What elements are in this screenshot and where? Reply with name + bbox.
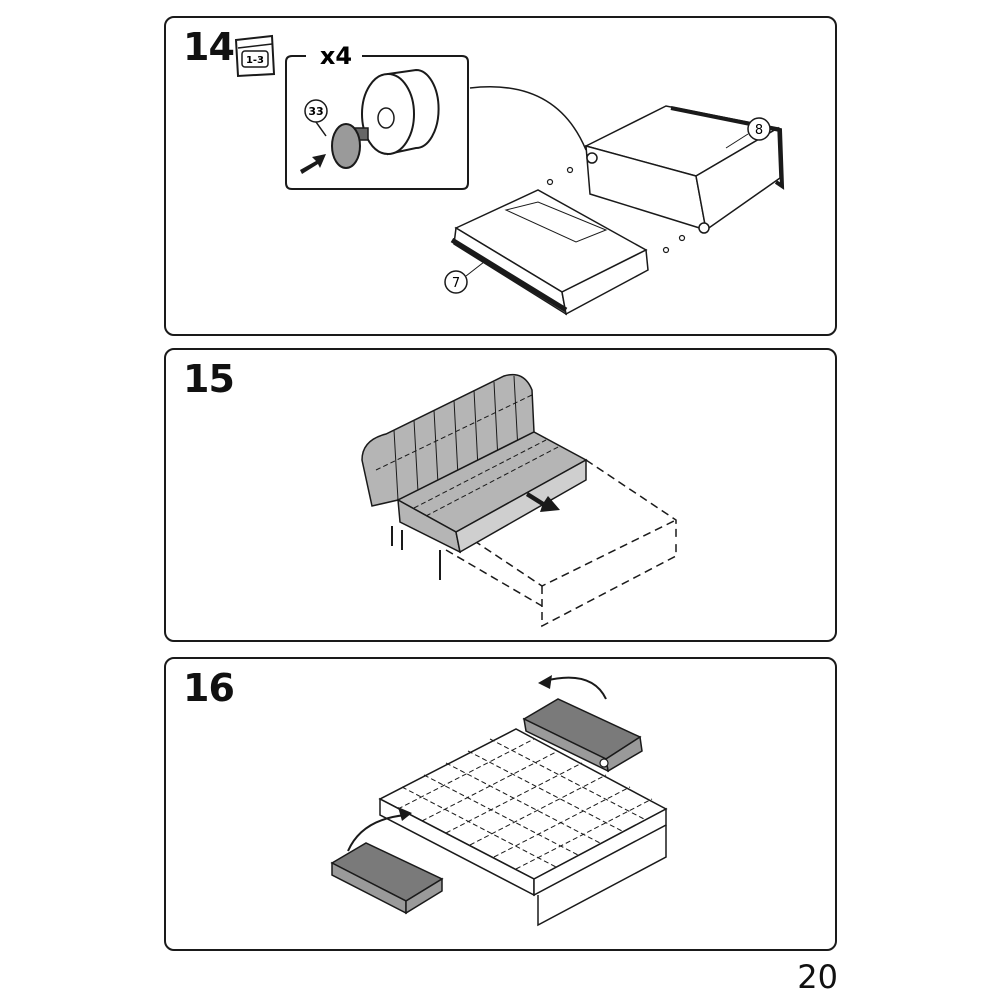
step-number: 16: [183, 666, 235, 710]
side-panel-removed: [522, 698, 643, 773]
step-14-illustration: 1-3 x4 33 8: [234, 34, 785, 316]
step-14-panel: 14 1-3 x4 33: [164, 16, 837, 336]
inset-frame: [285, 55, 469, 190]
sofa-seat: [396, 431, 588, 554]
step-15-panel: 15: [164, 348, 837, 642]
panel-part-7: 7: [444, 189, 649, 316]
part-label-7: 7: [452, 276, 460, 291]
step-number: 15: [183, 357, 235, 401]
bag-icon: 1-3: [234, 34, 276, 78]
step-15-illustration: [361, 373, 677, 628]
sofa-legs: [391, 526, 441, 580]
step-16-panel: 16: [164, 657, 837, 951]
sofa-backrest: [361, 373, 535, 507]
detail-callout: [469, 86, 587, 151]
arrow-icon: [526, 492, 560, 512]
arrow-icon: [398, 807, 412, 821]
arrow-icon: [300, 154, 326, 174]
part-label-8: 8: [755, 123, 763, 138]
curved-arrow-icon: [543, 676, 607, 700]
part-number: 33: [308, 105, 323, 118]
page-number: 20: [797, 958, 838, 996]
arrow-icon: [538, 675, 552, 689]
side-panel-placed: [330, 842, 444, 915]
cylinder-part: [361, 68, 440, 156]
step-number: 14: [183, 25, 235, 69]
bag-label: 1-3: [246, 55, 264, 66]
panel-part-8: 8: [583, 105, 785, 234]
bolt-part: 33: [304, 99, 369, 169]
step-16-illustration: [330, 675, 668, 927]
screw-icon: [546, 166, 686, 254]
bed-mattress: [378, 728, 668, 927]
quantity-label: x4: [320, 42, 352, 70]
curved-arrow-icon: [347, 814, 407, 852]
